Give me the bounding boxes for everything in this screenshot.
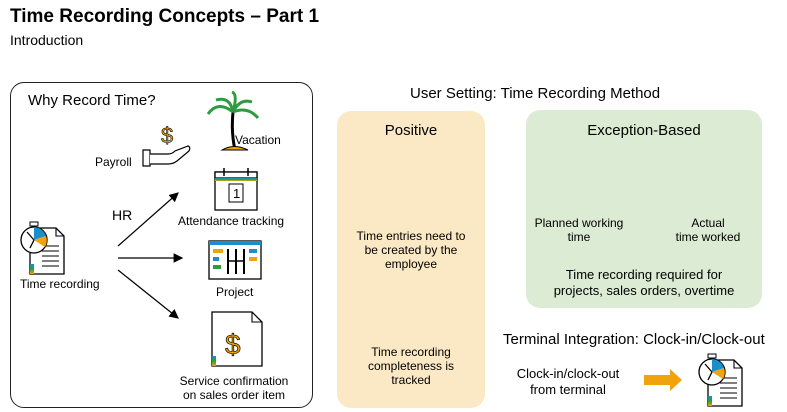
- vacation-label: Vacation: [235, 133, 281, 147]
- why-record-time-panel: [10, 82, 313, 408]
- planned-working-time-label: Planned working time: [534, 216, 624, 244]
- svg-text:$: $: [225, 329, 241, 360]
- arrow-to-service: [117, 269, 179, 319]
- project-label: Project: [216, 285, 254, 299]
- money-hand-icon: $: [142, 123, 191, 167]
- invoice-dollar-icon: $: [211, 311, 263, 367]
- page-title: Time Recording Concepts – Part 1: [10, 6, 320, 27]
- positive-panel: [337, 111, 485, 408]
- attendance-label: Attendance tracking: [178, 214, 285, 228]
- positive-description: Time entries need to be created by the e…: [356, 229, 466, 271]
- exception-panel: [526, 110, 762, 308]
- calendar-icon: 1: [214, 168, 258, 211]
- terminal-description: Clock-in/clock-out from terminal: [516, 366, 620, 397]
- arrow-to-attendance: [117, 192, 179, 247]
- svg-text:$: $: [161, 123, 173, 148]
- why-record-time-title: Why Record Time?: [28, 92, 156, 109]
- page-subtitle: Introduction: [10, 32, 84, 48]
- arrow-right-icon-terminal: [644, 369, 682, 391]
- palm-tree-icon: [206, 90, 260, 151]
- terminal-heading: Terminal Integration: Clock-in/Clock-out: [503, 331, 765, 348]
- exception-title: Exception-Based: [587, 122, 701, 139]
- payroll-label: Payroll: [95, 155, 132, 169]
- project-gantt-icon: [208, 240, 262, 280]
- exception-note: Time recording required for projects, sa…: [553, 267, 735, 298]
- positive-tracked-text: Time recording completeness is tracked: [367, 345, 455, 387]
- hr-label: HR: [112, 207, 133, 223]
- svg-text:1: 1: [233, 186, 240, 201]
- time-recording-label: Time recording: [20, 277, 100, 291]
- method-heading: User Setting: Time Recording Method: [410, 85, 661, 102]
- positive-title: Positive: [384, 122, 438, 139]
- actual-time-label: Actual time worked: [675, 216, 741, 244]
- document-clock-icon-terminal: [698, 353, 743, 407]
- document-clock-icon: [20, 221, 65, 275]
- service-label: Service confirmation on sales order item: [179, 374, 289, 402]
